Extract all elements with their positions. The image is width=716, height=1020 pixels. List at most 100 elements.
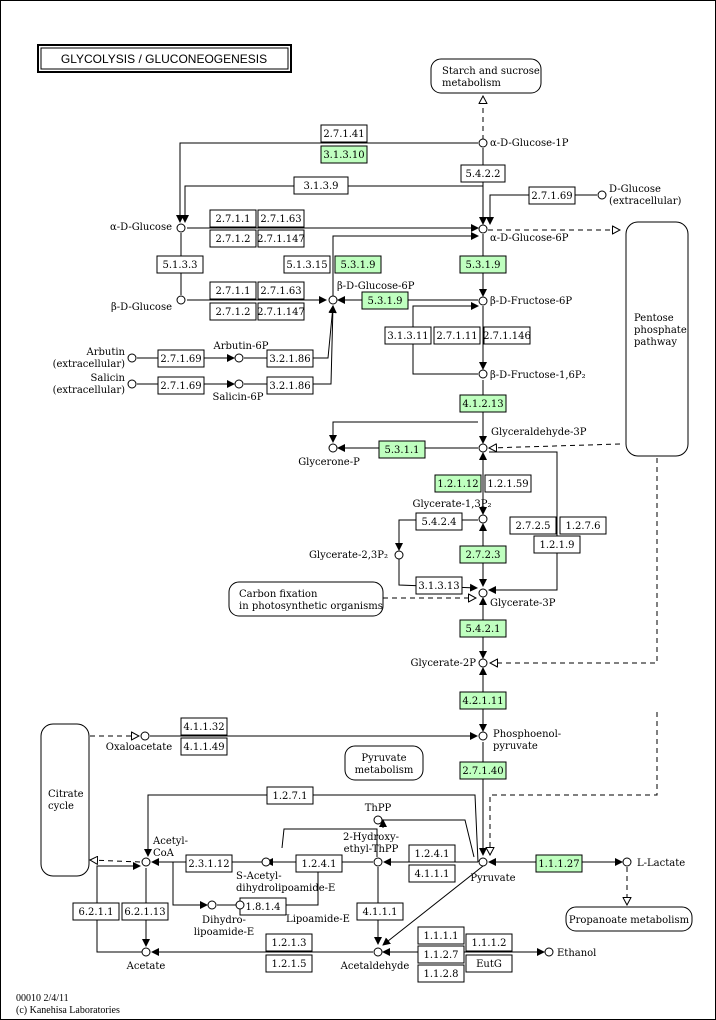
- enzyme-box[interactable]: [293, 176, 349, 195]
- enzyme-e-27141[interactable]: 2.7.1.41: [320, 124, 368, 143]
- enzyme-e-5421[interactable]: 5.4.2.1: [459, 619, 507, 638]
- enzyme-box[interactable]: [266, 349, 314, 368]
- enzyme-e-4111a[interactable]: 4.1.1.1: [408, 864, 456, 883]
- enzyme-e-5422[interactable]: 5.4.2.2: [460, 164, 506, 183]
- enzyme-box[interactable]: [72, 902, 120, 921]
- enzyme-e-2726[interactable]: 1.2.7.6: [559, 516, 607, 535]
- enzyme-e-62113[interactable]: 6.2.1.13: [121, 902, 169, 921]
- enzyme-box[interactable]: [465, 933, 513, 952]
- compound-node-s-acetyl-dihydrolipoamide[interactable]: [261, 857, 271, 867]
- enzyme-e-2712b[interactable]: 2.7.1.2: [209, 302, 257, 321]
- enzyme-box[interactable]: [484, 474, 532, 493]
- enzyme-e-1213[interactable]: 1.2.1.3: [265, 933, 313, 952]
- compound-node-salicin-6p[interactable]: [234, 379, 244, 389]
- enzyme-box[interactable]: [460, 164, 506, 183]
- enzyme-e-1241a[interactable]: 1.2.4.1: [295, 854, 343, 873]
- compound-node-b-d-fructose-16p[interactable]: [478, 369, 488, 379]
- map-propanoate[interactable]: Propanoate metabolism: [565, 906, 693, 932]
- compound-node-acetaldehyde[interactable]: [373, 947, 383, 957]
- enzyme-box[interactable]: [384, 326, 432, 345]
- enzyme-box[interactable]: [180, 737, 228, 756]
- enzyme-box[interactable]: [459, 394, 507, 413]
- enzyme-box[interactable]: [209, 229, 257, 248]
- enzyme-e-1128[interactable]: 1.1.2.8: [417, 964, 465, 983]
- enzyme-box[interactable]: [535, 854, 583, 873]
- enzyme-e-1215[interactable]: 1.2.1.5: [265, 954, 313, 973]
- compound-node-acetyl-coa[interactable]: [141, 857, 151, 867]
- compound-node-b-d-glucose-6p[interactable]: [328, 295, 338, 305]
- map-pentose-phosphate[interactable]: Pentose phosphate pathway: [625, 221, 689, 457]
- enzyme-e-1111[interactable]: 1.1.1.1: [417, 926, 465, 945]
- enzyme-e-5319a[interactable]: 5.3.1.9: [334, 255, 382, 274]
- compound-node-arbutin-6p[interactable]: [234, 353, 244, 363]
- compound-node-oxaloacetate[interactable]: [140, 731, 150, 741]
- compound-node-hydroxyethyl-thpp[interactable]: [373, 857, 383, 867]
- enzyme-e-1814[interactable]: 1.8.1.4: [239, 897, 287, 916]
- enzyme-box[interactable]: [121, 902, 169, 921]
- enzyme-e-5319b[interactable]: 5.3.1.9: [459, 255, 507, 274]
- enzyme-box[interactable]: [417, 945, 465, 964]
- compound-node-glycerate-3p[interactable]: [478, 588, 488, 598]
- enzyme-e-27169a[interactable]: 2.7.1.69: [528, 186, 576, 205]
- enzyme-e-31313[interactable]: 3.1.3.13: [415, 576, 463, 595]
- enzyme-e-2725[interactable]: 2.7.2.5: [509, 516, 557, 535]
- enzyme-box[interactable]: [257, 209, 305, 228]
- enzyme-box[interactable]: [459, 255, 507, 274]
- enzyme-e-41132[interactable]: 4.1.1.32: [180, 717, 228, 736]
- enzyme-e-5133[interactable]: 5.1.3.3: [156, 255, 204, 274]
- enzyme-box[interactable]: [528, 186, 576, 205]
- enzyme-box[interactable]: [265, 954, 313, 973]
- compound-node-phosphoenolpyruvate[interactable]: [478, 731, 488, 741]
- enzyme-box[interactable]: [459, 691, 507, 710]
- enzyme-box[interactable]: [283, 255, 331, 274]
- compound-node-acetate[interactable]: [141, 947, 151, 957]
- enzyme-e-1127[interactable]: 1.1.2.7: [417, 945, 465, 964]
- enzyme-box[interactable]: [157, 376, 205, 395]
- enzyme-e-eutg[interactable]: EutG: [465, 954, 513, 973]
- compound-node-arbutin[interactable]: [127, 353, 137, 363]
- compound-node-pyruvate[interactable]: [478, 857, 488, 867]
- enzyme-box[interactable]: [156, 255, 204, 274]
- enzyme-box[interactable]: [320, 145, 368, 164]
- enzyme-box[interactable]: [533, 535, 581, 554]
- enzyme-box[interactable]: [157, 349, 205, 368]
- enzyme-e-271147a[interactable]: 2.7.1.147: [257, 229, 305, 248]
- enzyme-box[interactable]: [180, 717, 228, 736]
- compound-node-a-d-glucose-6p[interactable]: [478, 224, 488, 234]
- enzyme-e-27169c[interactable]: 2.7.1.69: [157, 376, 205, 395]
- enzyme-e-6211[interactable]: 6.2.1.1: [72, 902, 120, 921]
- enzyme-box[interactable]: [266, 786, 314, 805]
- enzyme-box[interactable]: [295, 854, 343, 873]
- compound-node-b-d-fructose-6p[interactable]: [478, 296, 488, 306]
- enzyme-e-5319c[interactable]: 5.3.1.9: [361, 291, 409, 310]
- enzyme-box[interactable]: [356, 902, 404, 921]
- enzyme-e-51315[interactable]: 5.1.3.15: [283, 255, 331, 274]
- enzyme-box[interactable]: [266, 376, 314, 395]
- enzyme-e-11127[interactable]: 1.1.1.27: [535, 854, 583, 873]
- enzyme-box[interactable]: [361, 291, 409, 310]
- enzyme-box[interactable]: [415, 576, 463, 595]
- enzyme-e-4111b[interactable]: 4.1.1.1: [356, 902, 404, 921]
- enzyme-e-27169b[interactable]: 2.7.1.69: [157, 349, 205, 368]
- compound-node-salicin[interactable]: [127, 379, 137, 389]
- enzyme-box[interactable]: [417, 926, 465, 945]
- enzyme-box[interactable]: [209, 209, 257, 228]
- enzyme-box[interactable]: [465, 954, 513, 973]
- enzyme-e-41149[interactable]: 4.1.1.49: [180, 737, 228, 756]
- compound-node-ethanol[interactable]: [544, 947, 554, 957]
- enzyme-e-5311[interactable]: 5.3.1.1: [378, 440, 426, 459]
- enzyme-box[interactable]: [378, 440, 426, 459]
- enzyme-e-42111[interactable]: 4.2.1.11: [459, 691, 507, 710]
- compound-node-a-d-glucose-1p[interactable]: [478, 138, 488, 148]
- enzyme-e-27140[interactable]: 2.7.1.40: [459, 761, 507, 780]
- map-pyruvate-metabolism[interactable]: Pyruvate metabolism: [344, 745, 424, 781]
- enzyme-box[interactable]: [265, 933, 313, 952]
- enzyme-box[interactable]: [408, 864, 456, 883]
- enzyme-box[interactable]: [459, 619, 507, 638]
- enzyme-box[interactable]: [483, 326, 531, 345]
- map-carbon-fixation[interactable]: Carbon fixation in photosynthetic organi…: [228, 581, 384, 617]
- enzyme-e-1241b[interactable]: 1.2.4.1: [408, 844, 456, 863]
- enzyme-e-23112[interactable]: 2.3.1.12: [185, 854, 233, 873]
- enzyme-e-12112[interactable]: 1.2.1.12: [434, 474, 482, 493]
- enzyme-e-2711a[interactable]: 2.7.1.1: [209, 209, 257, 228]
